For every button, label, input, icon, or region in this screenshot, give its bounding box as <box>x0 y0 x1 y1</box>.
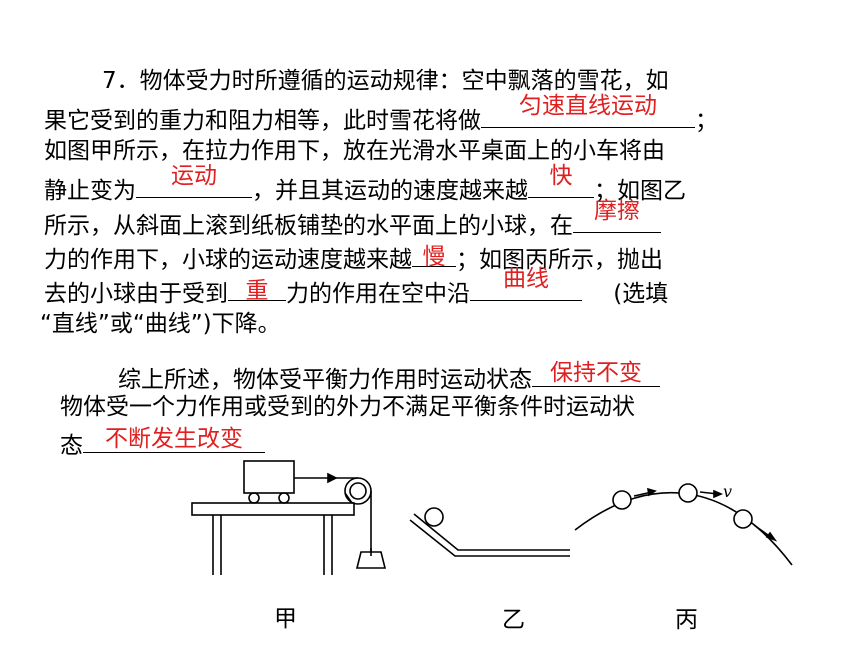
summary-line-3: 态不断发生改变 <box>60 426 265 461</box>
answer-9: 不断发生改变 <box>105 426 243 452</box>
incline-upper <box>413 513 570 551</box>
q-text: ；如图丙所示，抛出 <box>456 247 663 273</box>
cart-body <box>243 460 295 494</box>
question-line-4: 静止变为 运动 ，并且其运动的速度越来越快 ；如图乙 <box>44 163 686 206</box>
q-text: ，并且其运动的速度越来越 <box>252 178 528 204</box>
answer-1: 匀速直线运动 <box>519 93 657 119</box>
weight <box>355 551 387 569</box>
answer-7: 曲线 <box>503 266 549 292</box>
answer-8: 保持不变 <box>550 360 642 386</box>
caption-jia: 甲 <box>274 606 297 632</box>
answer-2: 运动 <box>171 163 217 189</box>
answer-4: 摩擦 <box>594 198 640 224</box>
pull-arrow <box>327 472 338 484</box>
ball-bing-3 <box>733 509 753 529</box>
q-text: 7．物体受力时所遵循的运动规律：空中飘落的雪花，如 <box>102 68 669 94</box>
velocity-label: v <box>723 482 732 501</box>
q-text: ；如图乙 <box>594 178 686 204</box>
answer-blank-3: 快 <box>528 163 594 198</box>
s-text: 态 <box>60 433 83 459</box>
q-text: 如图甲所示，在拉力作用下，放在光滑水平桌面上的小车将由 <box>44 138 665 164</box>
answer-3: 快 <box>549 163 573 189</box>
q-text: 所示，从斜面上滚到纸板铺垫的水平面上的小球，在 <box>44 213 573 239</box>
answer-blank-6: 重 <box>228 274 286 304</box>
q-text: 去的小球由于受到 <box>44 281 228 307</box>
pulley-inner <box>349 482 367 500</box>
answer-6: 重 <box>245 278 269 304</box>
s-text: 综上所述，物体受平衡力作用时运动状态 <box>118 367 532 393</box>
figure-bing-drawing <box>574 483 793 566</box>
q-text: “直线”或“曲线”)下降。 <box>40 311 281 337</box>
answer-blank-5: 慢 <box>412 240 456 270</box>
summary-line-2: 物体受一个力作用或受到的外力不满足平衡条件时运动状 <box>60 392 635 422</box>
answer-blank-8: 保持不变 <box>532 360 660 387</box>
summary-line-1: 综上所述，物体受平衡力作用时运动状态保持不变 <box>118 360 660 395</box>
question-line-5: 所示，从斜面上滚到纸板铺垫的水平面上的小球，在摩擦 <box>44 198 661 241</box>
cart-wheel-left <box>248 492 260 504</box>
question-line-2: 果它受到的重力和阻力相等，此时雪花将做 匀速直线运动 ； <box>44 93 718 136</box>
question-line-6: 力的作用下，小球的运动速度越来越慢 ；如图丙所示，抛出 <box>44 240 663 275</box>
figure-jia-drawing <box>191 460 387 575</box>
answer-blank-1: 匀速直线运动 <box>481 93 695 128</box>
s-text: 物体受一个力作用或受到的外力不满足平衡条件时运动状 <box>60 394 635 420</box>
ball-bing-1 <box>612 490 632 510</box>
q-text: 果它受到的重力和阻力相等，此时雪花将做 <box>44 108 481 134</box>
question-line-1: 7．物体受力时所遵循的运动规律：空中飘落的雪花，如 <box>102 66 669 96</box>
answer-blank-4: 摩擦 <box>573 198 661 233</box>
q-text: 力的作用在空中沿 <box>286 281 470 307</box>
question-line-3: 如图甲所示，在拉力作用下，放在光滑水平桌面上的小车将由 <box>44 136 665 166</box>
q-text: 力的作用下，小球的运动速度越来越 <box>44 247 412 273</box>
question-line-8: “直线”或“曲线”)下降。 <box>40 309 281 339</box>
table-top <box>191 502 355 516</box>
ball-yi <box>424 507 444 527</box>
incline-lower <box>409 519 570 557</box>
pulley-outer <box>344 477 372 505</box>
answer-5: 慢 <box>422 244 446 270</box>
q-text: (选填 <box>606 281 669 307</box>
answer-blank-9: 不断发生改变 <box>83 426 265 453</box>
caption-bing: 丙 <box>675 607 698 633</box>
q-text: 静止变为 <box>44 178 136 204</box>
caption-yi: 乙 <box>502 607 525 633</box>
cart-wheel-right <box>278 492 290 504</box>
q-text: ； <box>695 108 718 134</box>
answer-blank-7: 曲线 <box>470 266 582 301</box>
answer-blank-2: 运动 <box>136 163 252 198</box>
figure-yi-drawing <box>409 507 570 557</box>
question-line-7: 去的小球由于受到重力的作用在空中沿 曲线 (选填 <box>44 266 669 309</box>
ball-bing-2 <box>678 483 698 503</box>
